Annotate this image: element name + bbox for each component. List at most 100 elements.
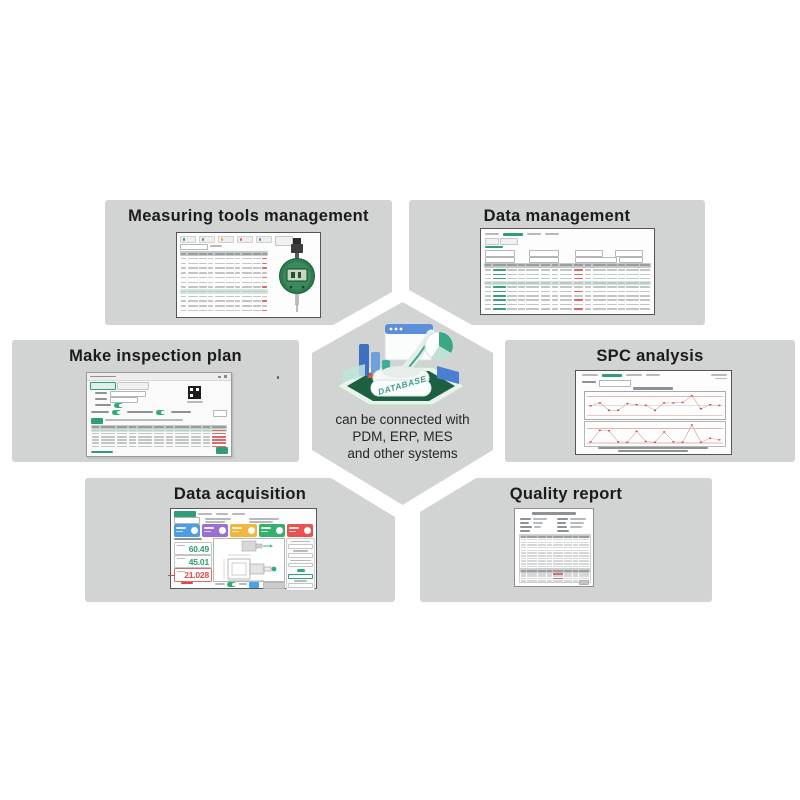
toolbar (180, 236, 272, 243)
data-table-skeleton (484, 263, 651, 311)
date-range-select (619, 256, 643, 263)
tab (232, 512, 245, 515)
step-card-purple (202, 524, 229, 537)
reading-value-1: 60.49 (188, 543, 209, 554)
footer-label (239, 583, 247, 585)
panel-inspection-plan: Make inspection plan (12, 340, 299, 462)
field-label (557, 522, 566, 524)
step-card-red (286, 524, 314, 537)
info-text (205, 521, 225, 523)
alert-pointer (168, 575, 175, 576)
qr-code (188, 386, 201, 399)
footer-label (215, 583, 225, 585)
tab (545, 233, 559, 235)
toggle-switch (227, 582, 236, 587)
toggle-switch (156, 410, 165, 415)
stats-line (598, 447, 708, 449)
toolbar-button (237, 236, 253, 243)
batch-cycle-label (171, 411, 191, 413)
measuring-tools-screenshot (176, 232, 321, 318)
step-card-blue (174, 524, 201, 537)
field-value (570, 526, 582, 528)
filter-select (615, 250, 643, 257)
filter-select (575, 250, 603, 257)
add-row-link (91, 451, 113, 453)
section-label (485, 246, 503, 248)
data-acquisition-screenshot: 60.49 45.01 21.028 (168, 508, 317, 591)
panel-data-acquisition: Data acquisition 60.49 (85, 478, 395, 602)
settings-sidebar (286, 538, 315, 591)
tab-active (503, 233, 523, 236)
filter-select (529, 250, 559, 257)
quality-report-page (514, 508, 594, 587)
tab (216, 512, 228, 515)
search-input (174, 517, 200, 524)
print-artifact (277, 376, 279, 379)
panel-title-quality: Quality report (509, 485, 623, 503)
field-value (534, 526, 541, 528)
date-range-select (575, 256, 617, 263)
stats-line (618, 450, 688, 452)
part-drawing-canvas (213, 538, 285, 582)
filter-select (529, 256, 559, 263)
field-label (520, 526, 532, 528)
confirm-button (263, 581, 285, 589)
tools-table-skeleton (180, 251, 268, 313)
export-button (500, 238, 518, 245)
measurement-data-label (174, 538, 202, 540)
chart-title (633, 387, 673, 390)
tab-active (602, 374, 622, 377)
chart-type-select (599, 380, 631, 387)
minimize-icon (218, 376, 221, 378)
step-cards (174, 524, 314, 537)
report-table2-skeleton (519, 569, 591, 583)
filter-label (210, 245, 222, 247)
filter-select (485, 256, 515, 263)
panel-data-management: Data management (409, 200, 705, 325)
field-label (557, 530, 569, 532)
panel-measuring-tools: Measuring tools management (105, 200, 392, 325)
center-hexagon: DATABASE can be connected with PDM, ERP,… (312, 302, 493, 505)
panel-title-measuring: Measuring tools management (128, 207, 369, 225)
batch-label (95, 404, 111, 406)
field-label (557, 518, 568, 520)
tab (582, 374, 598, 376)
corner-info (715, 377, 727, 380)
chart-type-label (582, 381, 596, 383)
dialog-titlebar (87, 373, 231, 381)
center-caption-line1: can be connected with (335, 412, 470, 427)
field-value (533, 522, 543, 524)
save-button (216, 446, 228, 454)
plan-name-label (95, 398, 107, 400)
plan-table-skeleton (91, 425, 227, 448)
field-value (533, 518, 547, 520)
quantity-label (91, 411, 109, 413)
panel-title-acquisition: Data acquisition (173, 485, 307, 503)
close-icon (224, 375, 227, 378)
info-text (205, 517, 231, 520)
plan-code-label (95, 392, 107, 394)
panel-title-data-management: Data management (483, 207, 631, 225)
reading-value-2: 45.01 (188, 556, 209, 567)
field-label (520, 518, 531, 520)
panel-title-spc: SPC analysis (596, 347, 704, 365)
status-text-red (181, 581, 193, 584)
field-value (570, 522, 584, 524)
add-button (91, 417, 103, 424)
digit-stepper (213, 410, 227, 417)
corner-info (711, 374, 727, 376)
tab (626, 374, 642, 376)
reading-value-3: 21.028 (184, 570, 209, 580)
reading-card-2: 45.01 (174, 555, 212, 568)
field-label (557, 526, 567, 528)
panel-spc-analysis: SPC analysis (505, 340, 795, 462)
report-table-skeleton (519, 534, 591, 569)
toggle-switch (112, 410, 121, 415)
tab-active (90, 382, 116, 390)
toolbar-button (256, 236, 272, 243)
toolbar-button (199, 236, 215, 243)
reading-card-3: 21.028 (168, 568, 212, 582)
toggle-switch (296, 568, 305, 573)
report-title (532, 512, 576, 515)
